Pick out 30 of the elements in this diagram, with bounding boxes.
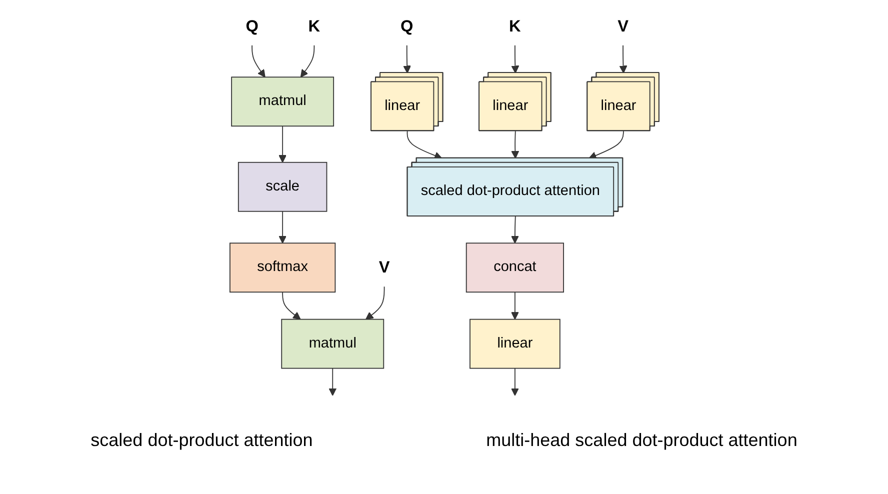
- arrow: [588, 130, 624, 160]
- arrow: [510, 44, 519, 74]
- arrow: [300, 44, 314, 78]
- node-box: concat: [465, 242, 564, 293]
- arrow: [402, 44, 411, 74]
- node-box: softmax: [229, 242, 336, 293]
- arrow: [278, 126, 286, 163]
- arrow: [365, 286, 384, 320]
- arrow: [406, 130, 442, 160]
- node-text: K: [308, 16, 320, 35]
- arrow: [510, 368, 518, 396]
- node-text: Q: [400, 16, 413, 35]
- arrow: [510, 216, 518, 244]
- node-text: Q: [245, 16, 258, 35]
- arrow: [251, 44, 265, 78]
- node-box: matmul: [280, 318, 384, 369]
- arrow: [328, 368, 336, 396]
- node-box: matmul: [230, 76, 334, 127]
- arrow: [510, 292, 518, 320]
- node-box: linear: [469, 318, 560, 369]
- node-text: V: [617, 16, 628, 35]
- arrow: [510, 130, 519, 159]
- arrow: [282, 292, 300, 320]
- panel-caption: multi-head scaled dot-product attention: [486, 430, 798, 451]
- arrow: [278, 210, 286, 244]
- node-text: K: [508, 16, 520, 35]
- panel-caption: scaled dot-product attention: [90, 430, 313, 451]
- node-box: scale: [238, 162, 327, 212]
- node-text: V: [378, 258, 390, 276]
- arrow: [618, 44, 627, 74]
